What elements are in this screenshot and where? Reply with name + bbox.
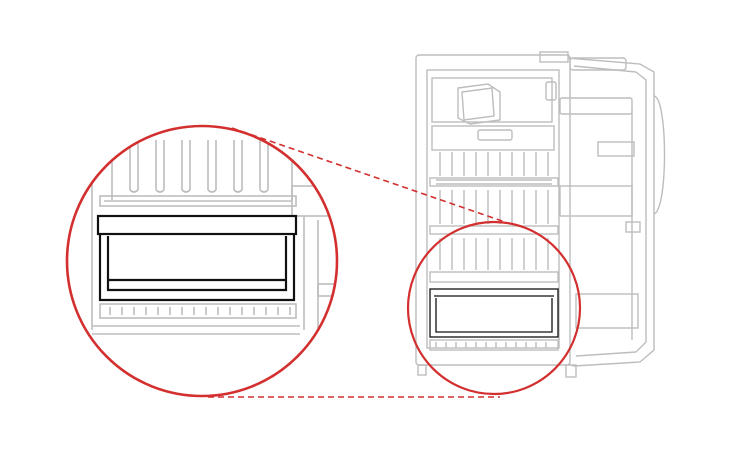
mag-cabinet-bottom	[92, 325, 300, 335]
callout-circle-large	[65, 124, 339, 398]
crisper-drawer-small-front	[429, 288, 559, 338]
fridge-cabinet	[415, 54, 571, 366]
open-door	[567, 57, 655, 367]
mag-door-bracket	[317, 283, 337, 297]
connector-top	[231, 127, 506, 223]
door-shelf-2	[559, 185, 633, 217]
callout-connectors	[208, 127, 506, 398]
bottom-grille-slats	[435, 342, 547, 348]
mag-ribs	[129, 140, 269, 193]
upper-ribs	[439, 152, 549, 176]
door-shelf-3	[625, 221, 641, 233]
shelf-1-slats	[436, 179, 552, 185]
top-hinge	[539, 51, 569, 63]
shelf-2	[429, 225, 559, 235]
door-egg-tray	[559, 97, 633, 115]
freezer-tray	[457, 83, 501, 125]
freezer-tray-front	[461, 87, 495, 121]
door-shelf-1	[597, 141, 635, 157]
thermostat-knob	[545, 81, 557, 101]
door-top-cap	[569, 57, 627, 71]
refrigerator-outline	[415, 51, 666, 378]
bottom-grille	[429, 339, 559, 351]
freezer-compartment	[431, 77, 553, 123]
mag-shelf-edge	[99, 195, 297, 207]
drip-tray	[431, 125, 555, 151]
mag-bottom-grille-slats	[109, 307, 291, 315]
door-inner-edge	[573, 65, 647, 357]
mag-door-edge	[303, 216, 319, 330]
foot-left	[417, 364, 427, 376]
middle-ribs	[439, 190, 549, 224]
mag-bottom-grille	[99, 303, 297, 319]
callout-circle-small	[406, 220, 582, 396]
crisper-drawer-large-lid	[96, 214, 298, 236]
crisper-drawer-small-inner	[435, 298, 553, 333]
freezer-door-handle	[477, 129, 513, 141]
fridge-inner-liner	[426, 69, 560, 349]
lower-ribs	[439, 238, 549, 270]
crisper-cover	[429, 271, 559, 283]
door-bottle-rack	[575, 293, 639, 329]
crisper-drawer-large	[96, 214, 298, 302]
crisper-drawer-large-inner	[106, 236, 288, 292]
shelf-1	[429, 177, 559, 187]
crisper-drawer-large-front	[98, 234, 296, 302]
foot-right	[565, 364, 577, 378]
crisper-drawer-small	[429, 288, 559, 338]
door-handle	[653, 95, 666, 215]
